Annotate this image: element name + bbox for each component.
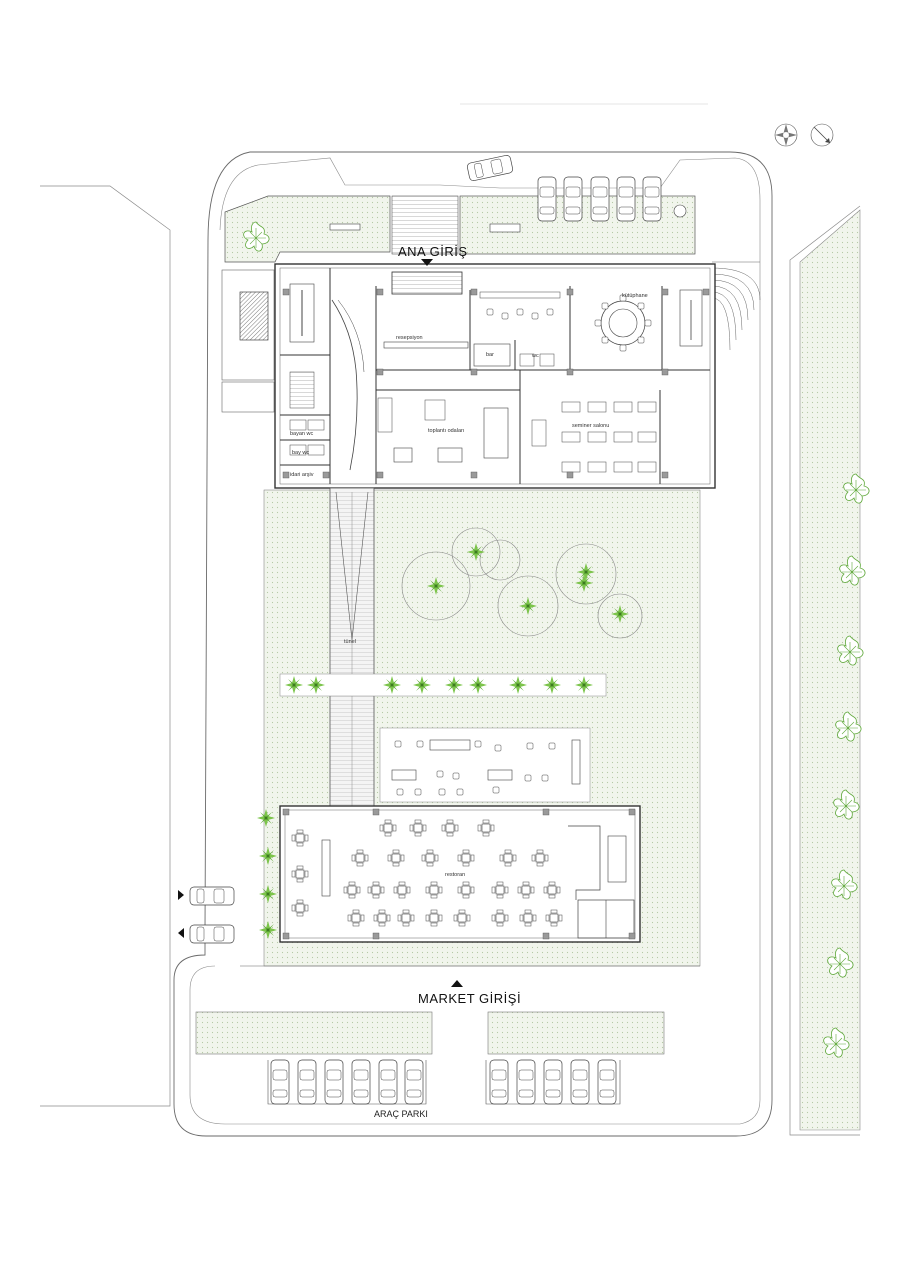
west-cars [178, 886, 235, 944]
sign-panel [489, 223, 521, 233]
inner-site-outline [189, 157, 761, 1125]
east-ramp [711, 261, 761, 351]
north-arrow-icon [810, 123, 834, 147]
sign-panel-2 [329, 223, 361, 231]
in-arrow-icon [178, 890, 184, 900]
east-landscape-strip [799, 209, 861, 1131]
site-boundary [173, 151, 773, 1137]
street-lines [40, 185, 861, 1136]
womens-wc-label: bayan wc [290, 431, 313, 437]
triangle-marker-icon [421, 259, 433, 266]
bar-label: bar [486, 352, 494, 358]
mens-wc-label: bay wc [292, 450, 309, 456]
courtyard-tree-circles [401, 527, 643, 639]
parking-planter-right [487, 1011, 665, 1055]
west-green-2 [221, 381, 275, 413]
car-park-label: ARAÇ PARKI [374, 1109, 428, 1119]
out-arrow-icon [178, 928, 184, 938]
reception-label: resepsiyon [396, 335, 423, 341]
compass-rose-icon [774, 123, 798, 147]
seminar-hall-label: seminer salonu [572, 423, 609, 429]
tunnel [329, 487, 375, 813]
meeting-rooms-label: toplantı odaları [428, 428, 464, 434]
market-entrance-label: MARKET GİRİŞİ [418, 991, 521, 1006]
main-entrance-label: ANA GİRİŞ [398, 244, 468, 259]
wc-label: wc [531, 353, 539, 359]
outdoor-terrace [379, 727, 591, 803]
parking-planter-left [195, 1011, 433, 1055]
library-label: kütüphane [622, 293, 648, 299]
bottom-parking [267, 1059, 621, 1105]
main-building [274, 263, 716, 489]
outdoor-furniture [391, 739, 581, 796]
west-stair-hatch [239, 291, 269, 341]
entry-stairs [391, 195, 459, 255]
tree-row-planter [279, 673, 607, 697]
storage-label: idari arşiv [290, 472, 314, 478]
top-left-planter [224, 195, 391, 263]
feature-tree-topright [673, 204, 687, 218]
tunnel-label: tünel [344, 639, 356, 645]
market-triangle-marker-icon [451, 980, 463, 987]
restaurant-label: restoran [445, 872, 465, 878]
